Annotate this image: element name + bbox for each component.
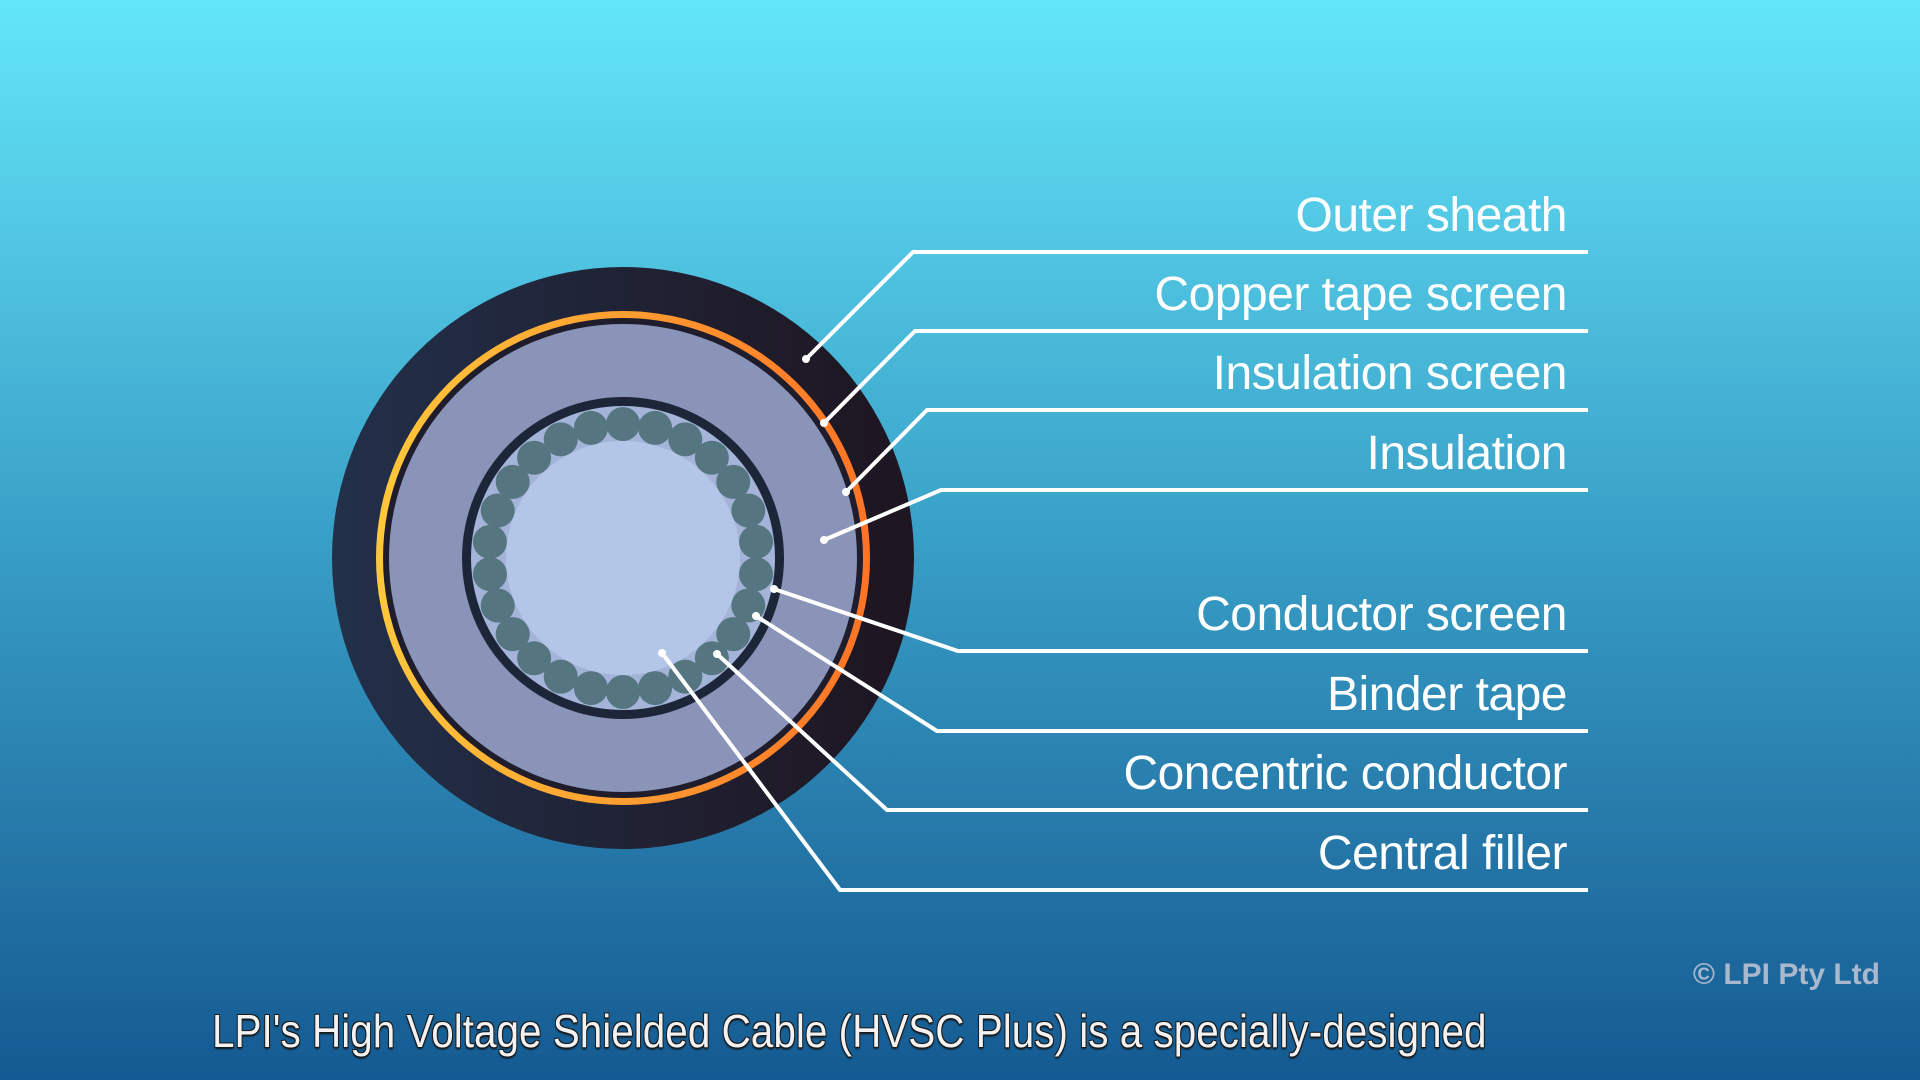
conductor-strand <box>638 410 673 445</box>
leader-line-central-filler <box>660 651 1588 892</box>
conductor-strand <box>668 659 703 694</box>
conductor-strand <box>517 641 552 676</box>
leader-dot-conductor-screen <box>770 585 778 593</box>
conductor-strand <box>495 464 530 499</box>
conductor-strand <box>573 671 608 706</box>
leader-line-insulation-screen <box>844 408 1588 494</box>
label-central-filler: Central filler <box>1317 827 1568 880</box>
leader-dot-outer-sheath <box>802 355 810 363</box>
label-conductor-screen: Conductor screen <box>1196 588 1567 641</box>
conductor-strand <box>694 440 729 475</box>
conductor-strand <box>543 659 578 694</box>
label-copper-tape-screen: Copper tape screen <box>1154 268 1567 321</box>
conductor-strand <box>573 410 608 445</box>
conductor-strand <box>739 557 774 592</box>
conductor-strand <box>480 588 515 623</box>
leader-lines <box>658 250 1588 892</box>
conductor-strand <box>716 464 751 499</box>
conductor-strand <box>472 557 507 592</box>
leader-dot-insulation <box>820 536 828 544</box>
conductor-strand <box>694 641 729 676</box>
conductor-strand <box>543 422 578 457</box>
label-insulation: Insulation <box>1366 427 1568 480</box>
conductor-strand <box>668 422 703 457</box>
label-binder-tape: Binder tape <box>1326 668 1568 721</box>
cable <box>332 267 914 849</box>
leader-line-outer-sheath <box>804 250 1588 361</box>
conductor-strand <box>495 617 530 652</box>
conductor-strand <box>606 675 640 709</box>
conductor-strand <box>716 617 751 652</box>
conductor-strand <box>517 440 552 475</box>
label-concentric-conductor: Concentric conductor <box>1123 747 1567 800</box>
copyright-notice: © LPI Pty Ltd <box>1692 958 1880 991</box>
conductor-strand <box>472 524 507 559</box>
conductor-strand <box>739 524 774 559</box>
label-outer-sheath: Outer sheath <box>1295 189 1568 242</box>
leader-dot-central-filler <box>658 649 666 657</box>
conductor-strand <box>638 671 673 706</box>
leader-line-binder-tape <box>754 614 1588 733</box>
subtitle-caption: LPI's High Voltage Shielded Cable (HVSC … <box>212 1005 1487 1057</box>
leader-dot-copper-tape-screen <box>820 419 828 427</box>
leader-line-insulation <box>823 488 1588 542</box>
leader-line-conductor-screen <box>773 587 1588 653</box>
label-insulation-screen: Insulation screen <box>1212 347 1568 400</box>
concentric-conductor-strands <box>472 407 774 709</box>
leader-dot-concentric-conductor <box>713 650 721 658</box>
conductor-strand <box>606 407 640 441</box>
leader-dot-binder-tape <box>752 612 760 620</box>
conductor-strand <box>480 493 515 528</box>
leader-line-concentric-conductor <box>715 652 1588 812</box>
central-filler-layer <box>506 441 740 675</box>
leader-dot-insulation-screen <box>842 488 850 496</box>
conductor-strand <box>731 493 766 528</box>
leader-line-copper-tape-screen <box>822 329 1588 425</box>
